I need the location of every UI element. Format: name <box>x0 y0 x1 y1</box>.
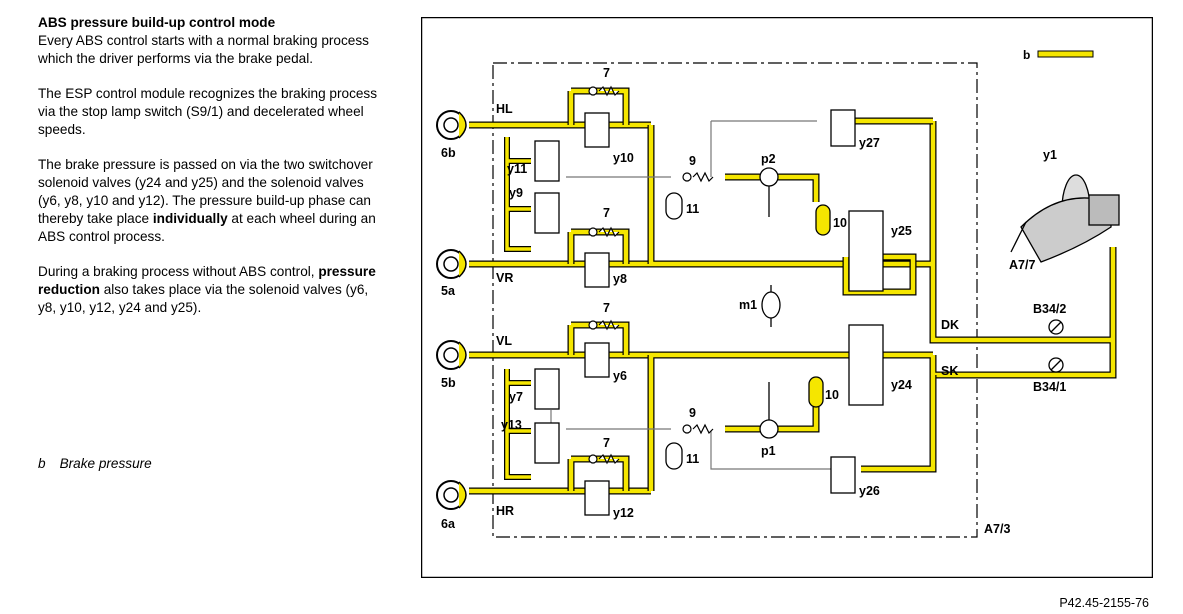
pump-motor <box>761 285 781 327</box>
label-y9: y9 <box>509 186 523 200</box>
brake-booster <box>1010 174 1120 263</box>
label-p2: p2 <box>761 152 776 166</box>
hydraulic-unit-boundary <box>492 62 978 538</box>
label-VR: VR <box>496 271 513 285</box>
wheel-brake-5b <box>436 340 467 370</box>
label-A7-3: A7/3 <box>984 522 1010 536</box>
wheel-brake-5a <box>436 249 467 279</box>
solenoid-valves <box>534 109 884 516</box>
label-7-vr: 7 <box>603 206 610 220</box>
label-y11: y11 <box>507 162 527 176</box>
label-B34-2: B34/2 <box>1033 302 1066 316</box>
damper-chambers <box>808 204 831 408</box>
label-wheel-5a: 5a <box>441 284 456 298</box>
description-text: ABS pressure build-up control mode Every… <box>38 14 388 334</box>
label-y26: y26 <box>859 484 880 498</box>
label-p1: p1 <box>761 444 776 458</box>
figure-reference: P42.45-2155-76 <box>1059 596 1149 610</box>
label-y13: y13 <box>501 418 522 432</box>
check-valves <box>588 85 714 465</box>
paragraph-4: During a braking process without ABS con… <box>38 263 388 317</box>
paragraph-4-text-b: also takes place via the solenoid valves… <box>38 282 369 315</box>
label-wheel-6b: 6b <box>441 146 456 160</box>
label-y6: y6 <box>613 369 627 383</box>
accumulators <box>665 192 683 470</box>
label-y8: y8 <box>613 272 627 286</box>
label-y25: y25 <box>891 224 912 238</box>
legend-b-swatch <box>1037 50 1094 58</box>
label-m1: m1 <box>739 298 757 312</box>
label-10-upper: 10 <box>833 216 847 230</box>
paragraph-3-bold: individually <box>152 211 228 226</box>
pumps <box>759 167 779 439</box>
pressure-sensors <box>1048 319 1064 373</box>
label-9-upper: 9 <box>689 154 696 168</box>
label-7-vl: 7 <box>603 301 610 315</box>
label-HR: HR <box>496 504 514 518</box>
paragraph-2: The ESP control module recognizes the br… <box>38 86 378 137</box>
label-SK: SK <box>941 364 958 378</box>
label-y7: y7 <box>509 390 523 404</box>
legend-letter: b <box>38 456 46 471</box>
legend-b-label: b <box>1023 48 1030 62</box>
paragraph-1: ABS pressure build-up control mode Every… <box>38 14 388 68</box>
label-11-upper: 11 <box>686 202 699 216</box>
paragraph-3-text-a: The brake pressure is passed on via the … <box>38 157 373 226</box>
label-wheel-5b: 5b <box>441 376 456 390</box>
paragraph-3-text-b: at each wheel during an ABS control proc… <box>38 211 376 244</box>
label-y24: y24 <box>891 378 912 392</box>
label-9-lower: 9 <box>689 406 696 420</box>
label-A7-7: A7/7 <box>1009 258 1035 272</box>
label-7-hr: 7 <box>603 436 610 450</box>
label-B34-1: B34/1 <box>1033 380 1066 394</box>
hydraulic-diagram: b <box>421 17 1153 578</box>
label-y1: y1 <box>1043 148 1057 162</box>
label-DK: DK <box>941 318 959 332</box>
label-11-lower: 11 <box>686 452 699 466</box>
section-heading: ABS pressure build-up control mode <box>38 15 276 30</box>
label-y12: y12 <box>613 506 634 520</box>
label-wheel-6a: 6a <box>441 517 456 531</box>
label-7-hl: 7 <box>603 66 610 80</box>
label-HL: HL <box>496 102 513 116</box>
pressure-lines <box>469 87 1117 495</box>
wheel-brake-6a <box>436 480 467 510</box>
paragraph-4-bold: pressure reduction <box>38 264 376 297</box>
label-VL: VL <box>496 334 512 348</box>
paragraph-4-text-a: During a braking process without ABS con… <box>38 264 319 279</box>
diagram-frame <box>421 17 1153 578</box>
legend-note: b Brake pressure <box>38 456 152 471</box>
legend-text: Brake pressure <box>59 456 152 471</box>
wheel-brake-6b <box>436 110 467 140</box>
paragraph-3: The brake pressure is passed on via the … <box>38 156 388 246</box>
label-y10: y10 <box>613 151 634 165</box>
paragraph-1-text: Every ABS control starts with a normal b… <box>38 33 369 66</box>
label-y27: y27 <box>859 136 880 150</box>
label-10-lower: 10 <box>825 388 839 402</box>
